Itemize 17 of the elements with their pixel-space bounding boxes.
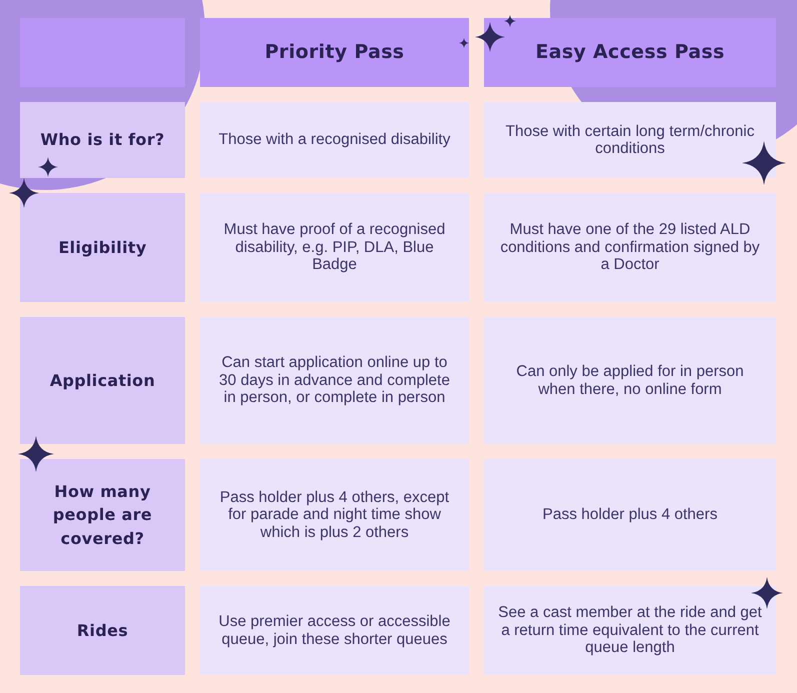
- cell-text: Use premier access or accessible queue, join these shorter queues: [218, 613, 452, 648]
- cell-text: Must have one of the 29 listed ALD conditions and confirmation signed by a Doctor: [499, 221, 761, 274]
- cell-text: See a cast member at the ride and get a return time equivalent to the current queue length: [498, 604, 762, 657]
- row-header: Application: [50, 370, 156, 392]
- cell-text: Can only be applied for in person when there, no online form: [515, 363, 745, 398]
- cell-text: Those with certain long term/chronic conditions: [504, 122, 756, 158]
- row-header: How many people are covered?: [52, 481, 154, 550]
- cell-text: Can start application online up to 30 days in advance and complete in person, or complete in person: [218, 354, 451, 407]
- cell-text: Pass holder plus 4 others, except for parade and night time show which is plus 2 others: [218, 488, 450, 542]
- cell-text: Pass holder plus 4 others: [542, 506, 718, 524]
- row-header: Eligibility: [58, 236, 147, 259]
- cell-text: Those with a recognised disability: [218, 131, 450, 149]
- column-header: Easy Access Pass: [535, 40, 725, 65]
- row-header: Rides: [76, 620, 128, 642]
- cell-text: Must have proof of a recognised disability, e.g. PIP, DLA, Blue Badge: [222, 221, 446, 274]
- column-header: Priority Pass: [264, 40, 404, 65]
- row-header: Who is it for?: [40, 129, 165, 152]
